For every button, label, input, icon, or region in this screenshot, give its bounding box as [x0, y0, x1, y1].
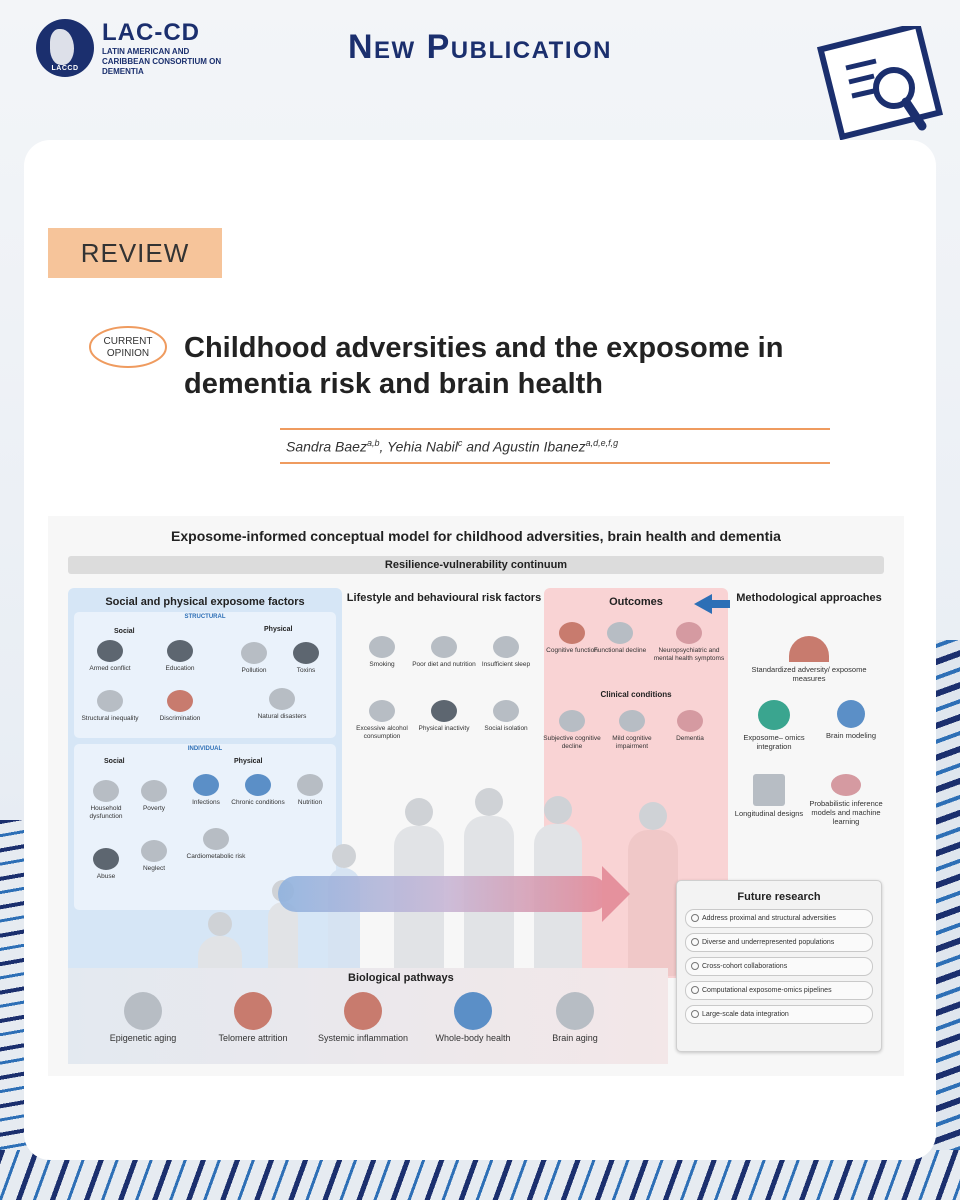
outcome-item: Cognitive function [540, 622, 604, 655]
factor-item: Structural inequality [78, 690, 142, 723]
future-item: Cross-cohort collaborations [685, 957, 873, 976]
risk-item: Insufficient sleep [474, 636, 538, 669]
factor-item: Nutrition [278, 774, 342, 807]
method-item: Standardized adversity/ exposome measure… [744, 636, 874, 683]
arrow-left-icon [694, 594, 730, 614]
method-item: Exposome– omics integration [734, 700, 814, 751]
author-name: Sandra Baez [286, 438, 367, 455]
factor-item: Armed conflict [78, 640, 142, 673]
pathway-item: Whole-body health [418, 992, 528, 1043]
clinical-item: Mild cognitive impairment [600, 710, 664, 751]
factor-item: Chronic conditions [226, 774, 290, 807]
author-affiliation: c [457, 438, 463, 448]
current-opinion-logo: CURRENT OPINION [89, 326, 167, 368]
page-title: New Publication [347, 28, 613, 66]
risk-item: Poor diet and nutrition [412, 636, 476, 669]
factor-item: Pollution [222, 642, 286, 675]
factor-item: Household dysfunction [74, 780, 138, 821]
outcome-item: Neuropsychiatric and mental health sympt… [650, 622, 728, 663]
factor-item: Infections [174, 774, 238, 807]
author-name: Agustin Ibanez [492, 438, 586, 455]
social-panel-heading: Social and physical exposome factors [105, 596, 305, 608]
clinical-item: Subjective cognitive decline [540, 710, 604, 751]
factor-item: Discrimination [148, 690, 212, 723]
life-course-figures [198, 746, 678, 976]
lac-cd-logo: LACCD LAC-CD LATIN AMERICAN AND CARIBBEA… [36, 14, 221, 82]
author-name: Yehia Nabil [387, 438, 458, 455]
factor-item: Poverty [122, 780, 186, 813]
method-item: Longitudinal designs [734, 774, 804, 818]
logo-subtitle: LATIN AMERICAN AND CARIBBEAN CONSORTIUM … [102, 47, 222, 76]
life-course-arrow [278, 866, 630, 922]
risk-item: Physical inactivity [412, 700, 476, 733]
author-affiliation: a,d,e,f,g [585, 438, 619, 448]
risk-item: Social isolation [474, 700, 538, 733]
biological-heading: Biological pathways [348, 972, 454, 984]
pathway-item: Epigenetic aging [88, 992, 198, 1043]
clinical-heading: Clinical conditions [600, 690, 672, 699]
risk-item: Excessive alcohol consumption [350, 700, 414, 741]
factor-item: Abuse [74, 848, 138, 881]
future-item: Address proximal and structural adversit… [685, 909, 873, 928]
method-item: Brain modeling [818, 700, 884, 740]
decorative-stripes-left [0, 820, 28, 1200]
factor-item: Education [148, 640, 212, 673]
factor-item: Cardiometabolic risk [184, 828, 248, 861]
outcome-item: Functional decline [588, 622, 652, 655]
lifestyle-panel: Lifestyle and behavioural risk factors S… [346, 588, 542, 978]
publication-card: REVIEW CURRENT OPINION Childhood adversi… [24, 140, 936, 1160]
figure-title: Exposome-informed conceptual model for c… [171, 528, 781, 544]
review-tag: REVIEW [48, 228, 222, 278]
pathway-item: Systemic inflammation [308, 992, 418, 1043]
svg-text:CURRENT: CURRENT [104, 336, 153, 347]
clinical-item: Dementia [658, 710, 722, 743]
continuum-bar: Resilience-vulnerability continuum [68, 556, 884, 574]
risk-item: Smoking [350, 636, 414, 669]
method-item: Probabilistic inference models and machi… [808, 774, 884, 826]
factor-item: Toxins [274, 642, 338, 675]
divider-bottom [280, 462, 830, 464]
pathway-item: Telomere attrition [198, 992, 308, 1043]
conceptual-model-figure: Exposome-informed conceptual model for c… [48, 516, 904, 1076]
pathway-item: Brain aging [520, 992, 630, 1043]
outcomes-heading: Outcomes [609, 596, 663, 608]
structural-box: STRUCTURAL Social Physical Armed conflic… [74, 612, 336, 738]
social-physical-panel: Social and physical exposome factors STR… [68, 588, 342, 978]
header: LACCD LAC-CD LATIN AMERICAN AND CARIBBEA… [0, 0, 960, 141]
future-item: Computational exposome-omics pipelines [685, 981, 873, 1000]
factor-item: Neglect [122, 840, 186, 873]
author-affiliation: a,b [366, 438, 380, 448]
future-heading: Future research [737, 891, 821, 903]
methods-panel: Methodological approaches Standardized a… [694, 588, 884, 888]
logo-title: LAC-CD [102, 19, 200, 46]
article-title: Childhood adversities and the exposome i… [184, 332, 784, 400]
authors: Sandra Baeza,b, Yehia Nabilc and Agustin… [286, 438, 619, 455]
divider-top [280, 428, 830, 430]
svg-text:OPINION: OPINION [107, 348, 149, 359]
future-research-box: Future research Address proximal and str… [676, 880, 882, 1052]
newspaper-search-icon [816, 26, 944, 141]
future-item: Large-scale data integration [685, 1005, 873, 1024]
methods-heading: Methodological approaches [736, 592, 882, 604]
lifestyle-heading: Lifestyle and behavioural risk factors [346, 592, 542, 604]
logo-badge: LACCD [51, 65, 79, 72]
globe-logo-icon: LACCD [36, 19, 94, 77]
future-item: Diverse and underrepresented populations [685, 933, 873, 952]
factor-item: Natural disasters [250, 688, 314, 721]
